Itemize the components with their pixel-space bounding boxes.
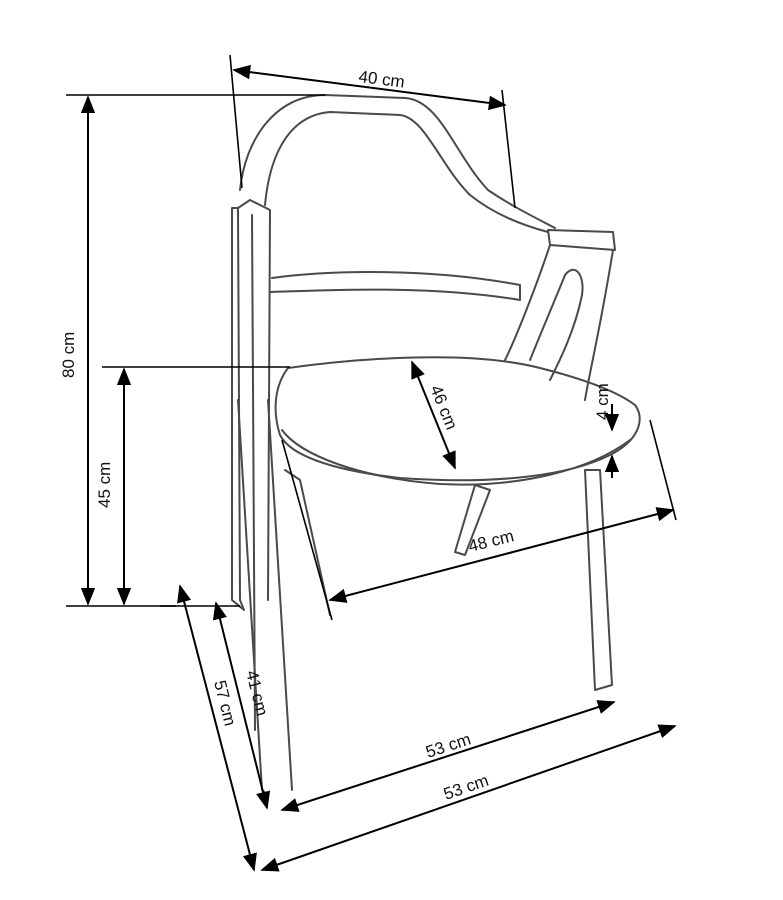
label-total-height: 80 cm xyxy=(59,332,78,378)
chair-outline xyxy=(231,94,641,796)
dimension-lines xyxy=(66,54,677,872)
dimension-labels: 40 cm 80 cm 45 cm 46 cm 4 cm 48 cm 41 cm… xyxy=(59,67,612,804)
label-leg-depth: 41 cm xyxy=(242,668,272,718)
label-backrest-width: 40 cm xyxy=(358,67,406,92)
label-seat-depth: 46 cm xyxy=(426,382,461,432)
label-seat-thickness: 4 cm xyxy=(593,383,612,420)
label-seat-height: 45 cm xyxy=(95,462,114,508)
